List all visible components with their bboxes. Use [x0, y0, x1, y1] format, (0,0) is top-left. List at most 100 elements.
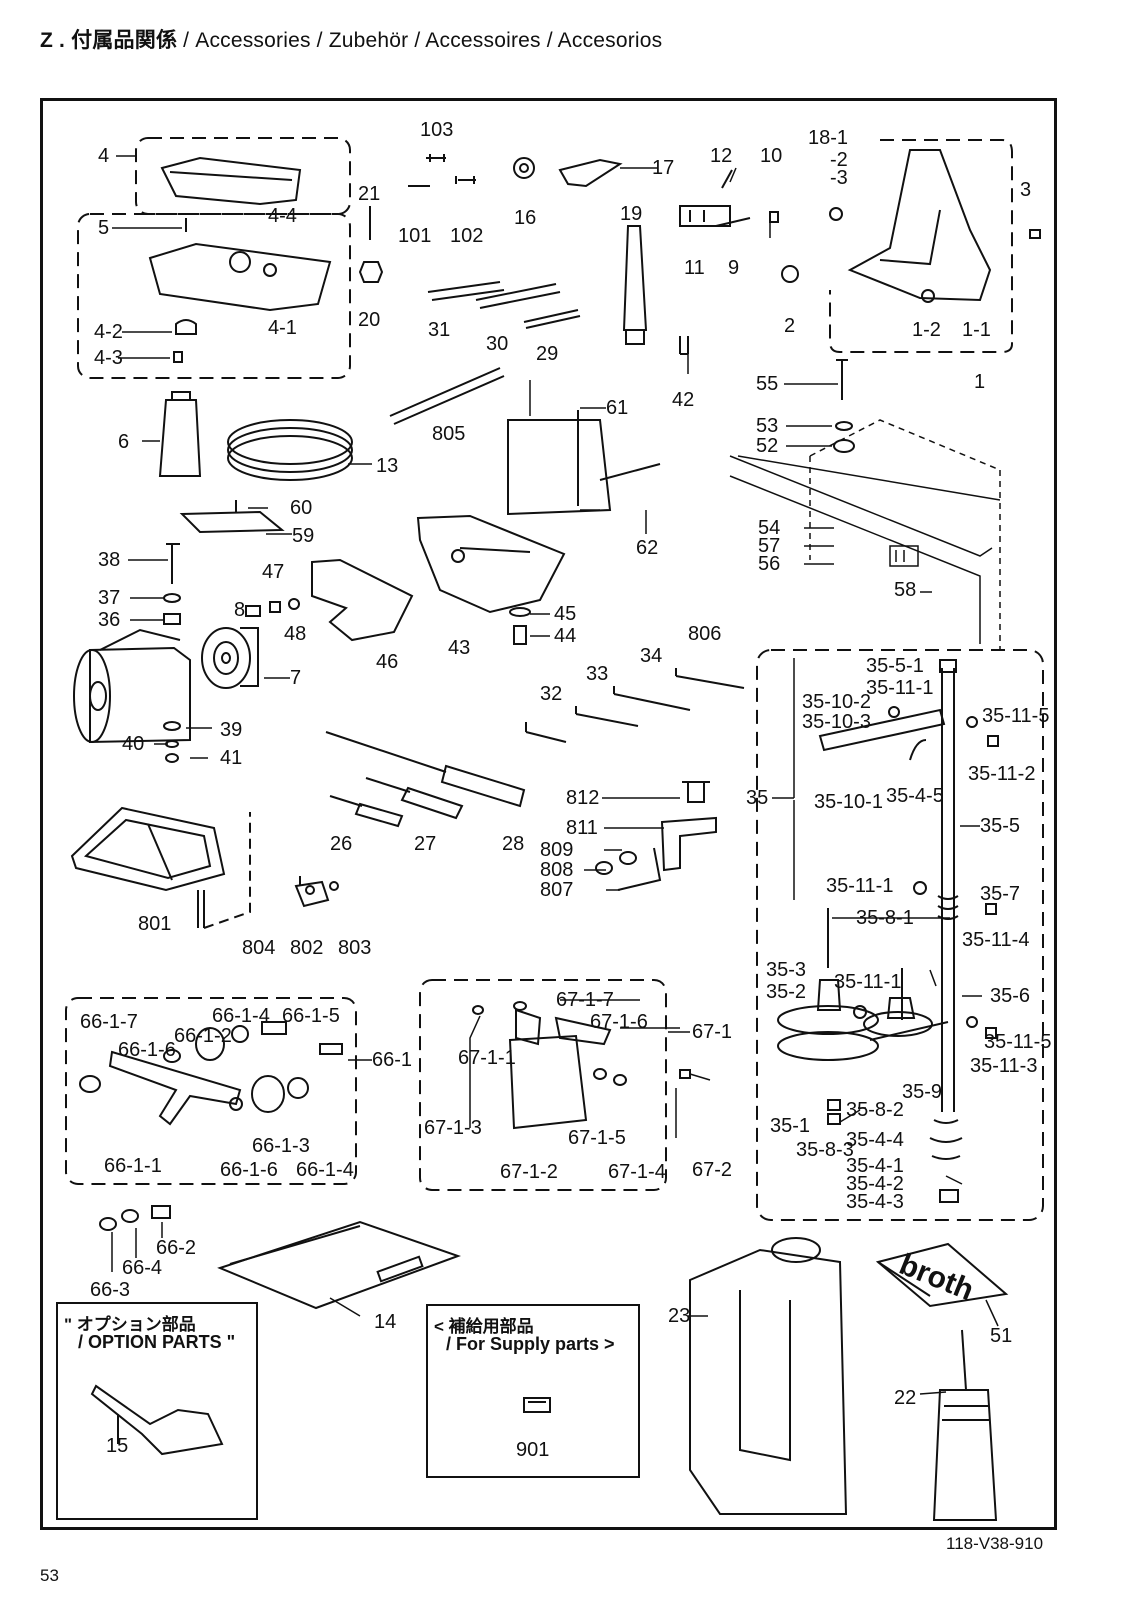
label-4-3: 4-3	[94, 347, 123, 369]
label-67-1-3: 67-1-3	[424, 1117, 482, 1139]
label-35-4-3: 35-4-3	[846, 1191, 904, 1213]
label-35-11-1-c: 35-11-1	[834, 971, 902, 993]
label-35: 35	[746, 787, 769, 809]
label-48: 48	[284, 623, 307, 645]
option-parts-box: " オプション部品 / OPTION PARTS "	[56, 1302, 258, 1520]
part-66-1-bracket	[79, 1021, 343, 1126]
label-804: 804	[242, 937, 276, 959]
part-15-brush	[90, 1384, 224, 1456]
label-7: 7	[290, 667, 302, 689]
label-67-1: 67-1	[692, 1021, 733, 1043]
label-4: 4	[98, 145, 110, 167]
label-15: 15	[106, 1435, 129, 1457]
label-66-1: 66-1	[372, 1049, 413, 1071]
label-52: 52	[756, 435, 779, 457]
label-18-3: -3	[830, 167, 848, 189]
part-1-bracket	[847, 149, 1041, 303]
label-35-11-5-b: 35-11-5	[984, 1031, 1052, 1053]
leader-801	[203, 812, 251, 929]
label-901: 901	[516, 1439, 550, 1461]
bolt-stack-left	[163, 543, 181, 625]
document-code: 118-V38-910	[946, 1534, 1044, 1553]
label-4-4: 4-4	[268, 205, 297, 227]
label-805: 805	[432, 423, 466, 445]
supply-parts-box: < 補給用部品 / For Supply parts >	[426, 1304, 640, 1478]
label-35-9: 35-9	[902, 1081, 943, 1103]
label-21: 21	[358, 183, 381, 205]
label-28: 28	[502, 833, 525, 855]
label-35-8-1: 35-8-1	[856, 907, 914, 929]
label-38: 38	[98, 549, 121, 571]
part-46-bracket	[311, 558, 414, 642]
part-19-handle	[622, 225, 648, 345]
label-23: 23	[668, 1305, 691, 1327]
label-30: 30	[486, 333, 509, 355]
label-66-2: 66-2	[156, 1237, 197, 1259]
label-9: 9	[728, 257, 740, 279]
part-901-clip	[523, 1397, 551, 1413]
label-103: 103	[420, 119, 454, 141]
label-66-1-5: 66-1-5	[282, 1005, 340, 1027]
label-35-4-2: 35-4-2	[846, 1173, 904, 1195]
parts-807-812	[595, 781, 717, 891]
label-5: 5	[98, 217, 110, 239]
label-2: 2	[784, 315, 796, 337]
label-35-10-3: 35-10-3	[802, 711, 871, 733]
label-35-5-1: 35-5-1	[866, 655, 924, 677]
label-54: 54	[758, 517, 781, 539]
parts-802-804	[294, 876, 339, 908]
label-39: 39	[220, 719, 243, 741]
label-37: 37	[98, 587, 121, 609]
part-51-cloth	[875, 1242, 1009, 1308]
label-66-4: 66-4	[122, 1257, 163, 1279]
label-66-1-2: 66-1-2	[174, 1025, 232, 1047]
label-35-8-3: 35-8-3	[796, 1139, 854, 1161]
part-43-belt-cover	[416, 514, 566, 614]
hex-keys	[525, 668, 745, 743]
label-57: 57	[758, 535, 781, 557]
label-806: 806	[688, 623, 722, 645]
label-808: 808	[540, 859, 574, 881]
label-67-1-5: 67-1-5	[568, 1127, 626, 1149]
label-27: 27	[414, 833, 437, 855]
label-32: 32	[540, 683, 563, 705]
label-45: 45	[554, 603, 577, 625]
supply-box-title: < 補給用部品	[434, 1317, 534, 1336]
option-box-subtitle: / OPTION PARTS "	[78, 1332, 236, 1352]
label-56: 56	[758, 553, 781, 575]
label-35-10-1: 35-10-1	[814, 791, 883, 813]
label-35-11-3: 35-11-3	[970, 1055, 1038, 1077]
dashed-group-boxes	[65, 137, 1044, 1221]
wrenches	[389, 281, 581, 425]
label-1-1: 1-1	[962, 319, 991, 341]
label-35-11-1-b: 35-11-1	[826, 875, 894, 897]
label-14: 14	[374, 1311, 397, 1333]
label-33: 33	[586, 663, 609, 685]
screwdrivers	[325, 731, 526, 828]
label-12: 12	[710, 145, 733, 167]
part-4-cover	[148, 156, 332, 363]
label-66-1-4-b: 66-1-4	[296, 1159, 354, 1181]
part-7-pulley	[201, 627, 259, 689]
label-47: 47	[262, 561, 285, 583]
label-811: 811	[566, 817, 598, 839]
label-35-4-5: 35-4-5	[886, 785, 944, 807]
page-number: 53	[40, 1566, 59, 1585]
label-16: 16	[514, 207, 537, 229]
parts-top-row	[358, 154, 843, 283]
label-43: 43	[448, 637, 471, 659]
label-66-1-4-a: 66-1-4	[212, 1005, 270, 1027]
label-35-4-1: 35-4-1	[846, 1155, 904, 1177]
option-box-title: " オプション部品	[64, 1315, 196, 1334]
label-36: 36	[98, 609, 121, 631]
label-812: 812	[566, 787, 600, 809]
label-62: 62	[636, 537, 659, 559]
label-66-1-6-b: 66-1-6	[220, 1159, 278, 1181]
label-66-1-6-a: 66-1-6	[118, 1039, 176, 1061]
label-4-2: 4-2	[94, 321, 123, 343]
part-22-oiler	[932, 1329, 998, 1521]
label-802: 802	[290, 937, 324, 959]
label-807: 807	[540, 879, 574, 901]
label-66-1-3: 66-1-3	[252, 1135, 310, 1157]
